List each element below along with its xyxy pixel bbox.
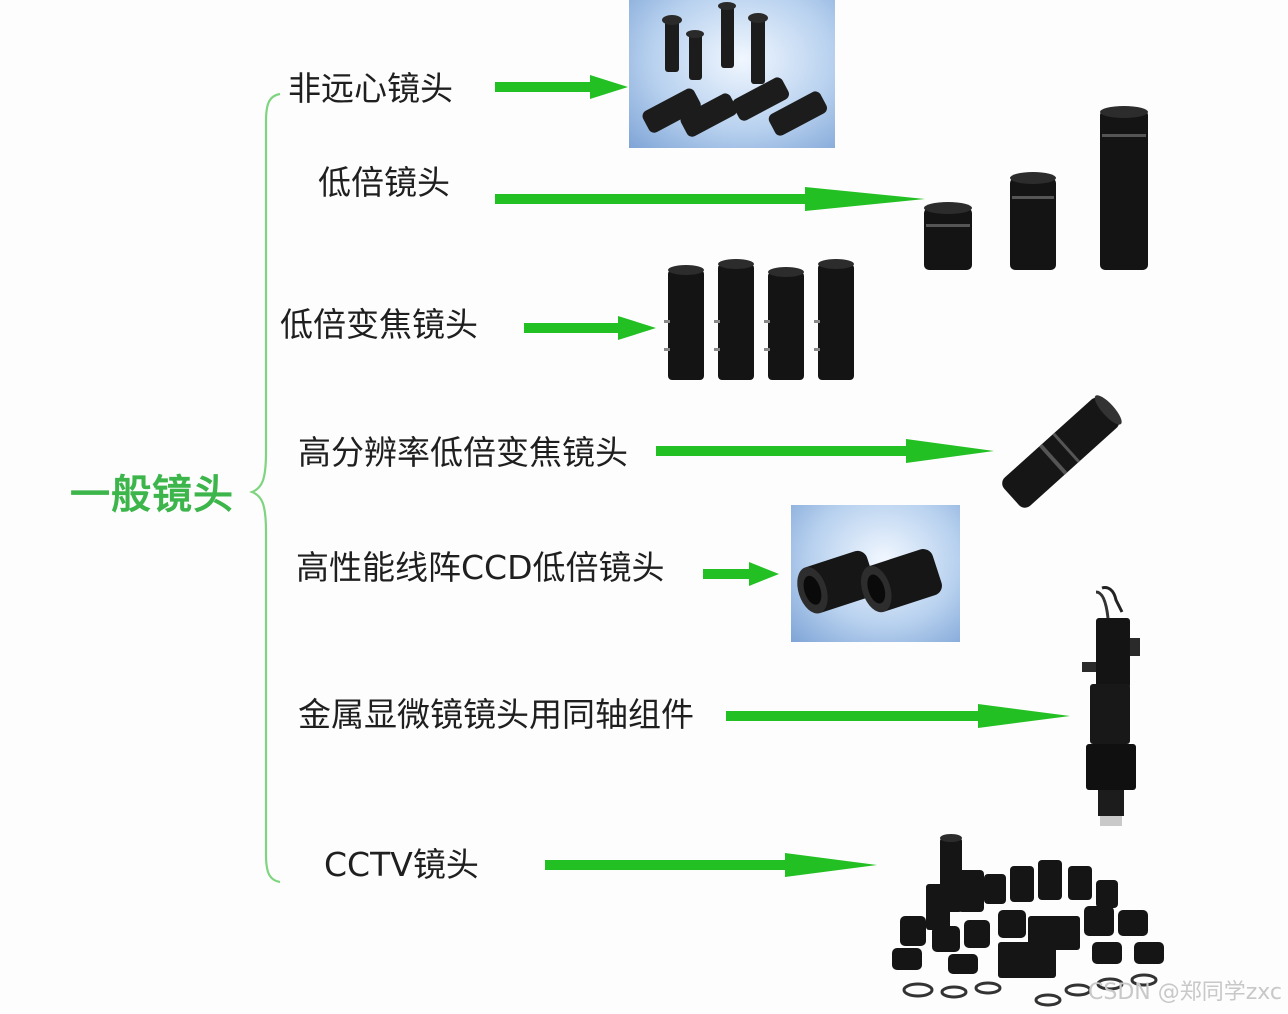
item-label-low-power: 低倍镜头: [318, 166, 450, 199]
arrow-icon: [656, 438, 996, 464]
item-label-line-ccd: 高性能线阵CCD低倍镜头: [296, 551, 665, 584]
lens-photo-high-res-zoom: [990, 384, 1130, 520]
arrow-icon: [726, 703, 1072, 729]
lens-photo-coaxial: [1072, 584, 1146, 828]
curly-brace: [248, 92, 282, 884]
item-label-non-telecentric: 非远心镜头: [288, 72, 453, 105]
lens-photo-low-power-zoom: [664, 258, 860, 384]
arrow-icon: [495, 186, 927, 212]
lens-photo-non-telecentric: [629, 0, 835, 148]
lens-photo-low-power: [918, 104, 1158, 274]
lens-photo-line-ccd: [791, 505, 960, 642]
item-label-high-res-zoom: 高分辨率低倍变焦镜头: [298, 436, 628, 469]
item-label-coaxial: 金属显微镜镜头用同轴组件: [298, 698, 694, 731]
main-category-label: 一般镜头: [70, 462, 234, 520]
item-label-cctv: CCTV镜头: [324, 848, 479, 881]
arrow-icon: [495, 74, 630, 100]
item-label-low-power-zoom: 低倍变焦镜头: [280, 308, 478, 341]
arrow-icon: [703, 561, 781, 587]
arrow-icon: [524, 315, 658, 341]
arrow-icon: [545, 852, 879, 878]
watermark: CSDN @郑同学zxc: [1088, 974, 1282, 1006]
